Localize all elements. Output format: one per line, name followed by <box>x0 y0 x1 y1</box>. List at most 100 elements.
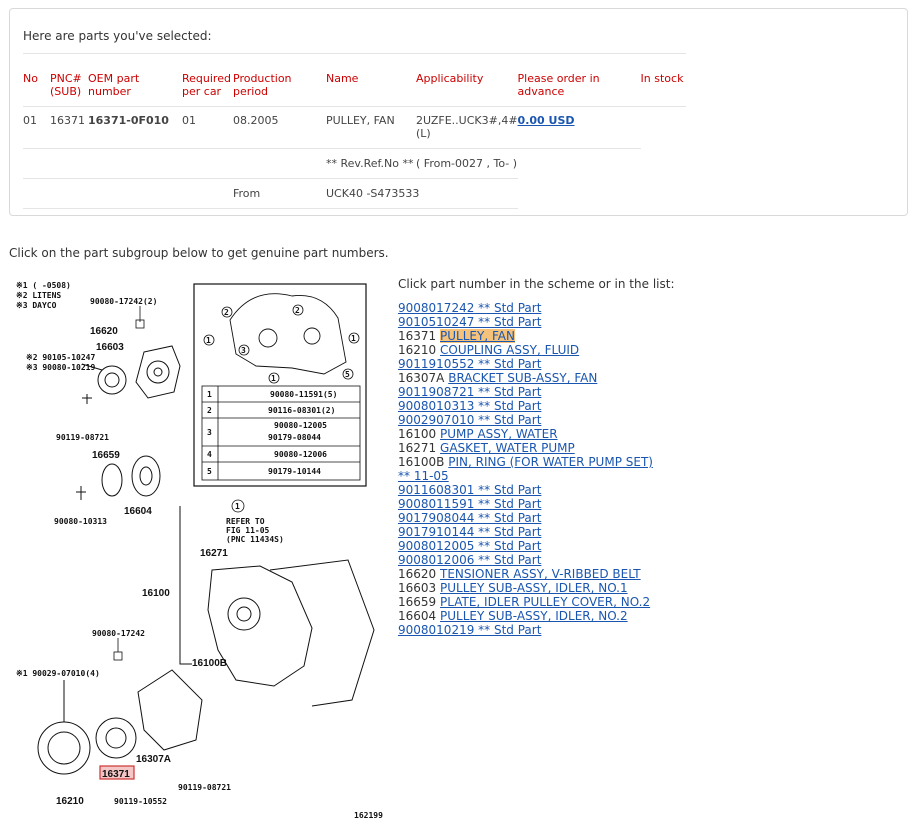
callout-16100[interactable]: 16100 <box>142 588 170 599</box>
col-order: Please order in advance <box>517 53 641 107</box>
list-item: 9008012005 ** Std Part <box>398 539 653 553</box>
callout-16659[interactable]: 16659 <box>92 450 120 461</box>
list-item-pnc: 16210 <box>398 343 437 357</box>
cell-no: 01 <box>23 106 50 149</box>
circle-callout: 1 <box>235 502 240 511</box>
list-item: 16603 PULLEY SUB-ASSY, IDLER, NO.1 <box>398 581 653 595</box>
parts-list-title: Click part number in the scheme or in th… <box>398 277 675 291</box>
part-link[interactable]: ** 11-05 <box>398 469 449 483</box>
col-oem: OEM part number <box>88 53 182 107</box>
cell-required: 01 <box>182 106 233 149</box>
part-link[interactable]: 9011908721 ** Std Part <box>398 385 542 399</box>
part-link[interactable]: PULLEY, FAN <box>440 329 515 343</box>
callout-16371[interactable]: 16371 <box>102 769 130 780</box>
part-link[interactable]: COUPLING ASSY, FLUID <box>440 343 580 357</box>
cell-empty <box>518 179 686 209</box>
water-pump-drawing[interactable] <box>179 506 375 707</box>
legend-part[interactable]: 90080-12006 <box>274 450 327 459</box>
selected-parts-title: Here are parts you've selected: <box>23 29 212 43</box>
col-stock: In stock <box>640 53 686 107</box>
callout-16210[interactable]: 16210 <box>56 796 84 807</box>
callout-90029-07010[interactable]: ※1 90029-07010(4) <box>16 669 100 678</box>
list-item: 9010510247 ** Std Part <box>398 315 653 329</box>
col-name: Name <box>326 53 416 107</box>
part-link[interactable]: 9008011591 ** Std Part <box>398 497 542 511</box>
callout-16620[interactable]: 16620 <box>90 326 118 337</box>
part-link[interactable]: 9010510247 ** Std Part <box>398 315 542 329</box>
circle-callout: 2 <box>295 306 300 315</box>
list-item: 16604 PULLEY SUB-ASSY, IDLER, NO.2 <box>398 609 653 623</box>
idler-pulley-drawing[interactable] <box>76 455 161 500</box>
cell-order: 0.00 USD <box>517 106 641 149</box>
part-link[interactable]: PIN, RING (FOR WATER PUMP SET) <box>448 455 653 469</box>
callout-16271[interactable]: 16271 <box>200 548 228 559</box>
part-link[interactable]: 9017908044 ** Std Part <box>398 511 542 525</box>
fan-coupling-drawing[interactable] <box>37 669 203 775</box>
cell-period: 08.2005 <box>233 106 326 149</box>
list-item-pnc: 16307A <box>398 371 445 385</box>
callout-90080-10219[interactable]: ※3 90080-10219 <box>26 363 96 372</box>
callout-16100b[interactable]: 16100B <box>192 658 227 669</box>
part-link[interactable]: 9011910552 ** Std Part <box>398 357 542 371</box>
legend-part[interactable]: 90179-10144 <box>268 467 321 476</box>
part-link[interactable]: BRACKET SUB-ASSY, FAN <box>448 371 598 385</box>
callout-90105-10247[interactable]: ※2 90105-10247 <box>26 353 96 362</box>
list-item: 16307A BRACKET SUB-ASSY, FAN <box>398 371 653 385</box>
callout-90119-10552[interactable]: 90119-10552 <box>114 797 167 806</box>
part-link[interactable]: PUMP ASSY, WATER <box>440 427 558 441</box>
legend-num: 3 <box>207 428 212 437</box>
part-link[interactable]: 9008017242 ** Std Part <box>398 301 542 315</box>
callout-16307a[interactable]: 16307A <box>136 754 171 765</box>
callout-90080-17242-2[interactable]: 90080-17242(2) <box>90 297 157 306</box>
cell-empty <box>23 148 326 179</box>
part-link[interactable]: PULLEY SUB-ASSY, IDLER, NO.1 <box>440 581 628 595</box>
part-link[interactable]: 9008012006 ** Std Part <box>398 553 542 567</box>
list-item-pnc: 16100B <box>398 455 445 469</box>
callout-90119-08721-b[interactable]: 90119-08721 <box>178 783 231 792</box>
subgroup-instruction: Click on the part subgroup below to get … <box>9 246 389 260</box>
rev-ref-value: ( From-0027 , To- ) <box>416 148 518 179</box>
part-link[interactable]: 9008010219 ** Std Part <box>398 623 542 637</box>
table-header-row: No PNC# (SUB) OEM part number Required p… <box>23 53 686 107</box>
part-link[interactable]: GASKET, WATER PUMP <box>440 441 575 455</box>
callout-16604[interactable]: 16604 <box>124 506 152 517</box>
col-period: Production period <box>233 53 326 107</box>
price-link[interactable]: 0.00 USD <box>517 114 575 127</box>
legend-part[interactable]: 90179-08044 <box>268 433 321 442</box>
part-link[interactable]: 9008012005 ** Std Part <box>398 539 542 553</box>
part-link[interactable]: PLATE, IDLER PULLEY COVER, NO.2 <box>440 595 651 609</box>
circle-callout: 1 <box>206 336 211 345</box>
bolt-legend-table <box>201 385 361 481</box>
highlight-box-16371 <box>99 765 135 780</box>
list-item: 9008010313 ** Std Part <box>398 399 653 413</box>
callout-90080-10313[interactable]: 90080-10313 <box>54 517 107 526</box>
legend-part[interactable]: 90080-11591(5) <box>270 390 337 399</box>
legend-part[interactable]: 90080-12005 <box>274 421 327 430</box>
legend-num: 1 <box>207 390 212 399</box>
callout-90080-17242[interactable]: 90080-17242 <box>92 629 145 638</box>
bolt-legend-box <box>193 283 367 487</box>
diagram-note: ※3 DAYCO <box>16 301 57 310</box>
part-link[interactable]: 9002907010 ** Std Part <box>398 413 542 427</box>
list-item: 9002907010 ** Std Part <box>398 413 653 427</box>
col-required: Required per car <box>182 53 233 107</box>
parts-diagram[interactable]: ※1 ( -0508) ※2 LITENS ※3 DAYCO 90080-172… <box>12 270 383 822</box>
list-item: 9008017242 ** Std Part <box>398 301 653 315</box>
tensioner-assy-drawing[interactable] <box>81 345 181 404</box>
list-item: 16210 COUPLING ASSY, FLUID <box>398 343 653 357</box>
selected-parts-table: No PNC# (SUB) OEM part number Required p… <box>23 53 686 209</box>
part-link[interactable]: 9011608301 ** Std Part <box>398 483 542 497</box>
list-item: 16620 TENSIONER ASSY, V-RIBBED BELT <box>398 567 653 581</box>
legend-part[interactable]: 90116-08301(2) <box>268 406 335 415</box>
list-item-pnc: 16271 <box>398 441 437 455</box>
table-row: From UCK40 -S473533 <box>23 178 686 209</box>
diagram-note: ※1 ( -0508) <box>16 281 71 290</box>
callout-16603[interactable]: 16603 <box>96 342 124 353</box>
part-link[interactable]: TENSIONER ASSY, V-RIBBED BELT <box>440 567 641 581</box>
part-link[interactable]: 9017910144 ** Std Part <box>398 525 542 539</box>
circle-callout: 2 <box>224 308 229 317</box>
part-link[interactable]: 9008010313 ** Std Part <box>398 399 542 413</box>
part-link[interactable]: PULLEY SUB-ASSY, IDLER, NO.2 <box>440 609 628 623</box>
list-item-pnc: 16100 <box>398 427 437 441</box>
callout-90119-08721[interactable]: 90119-08721 <box>56 433 109 442</box>
